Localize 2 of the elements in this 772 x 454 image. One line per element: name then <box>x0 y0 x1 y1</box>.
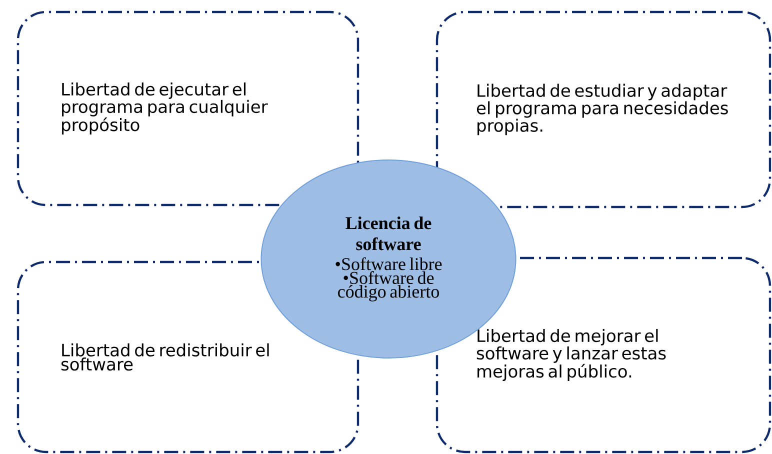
freedom-box: Libertad de ejecutar el programa para cualquier propósito <box>16 10 360 206</box>
freedom-box: Libertad de estudiar y adaptar el programa para necesidades propias. <box>436 10 772 208</box>
